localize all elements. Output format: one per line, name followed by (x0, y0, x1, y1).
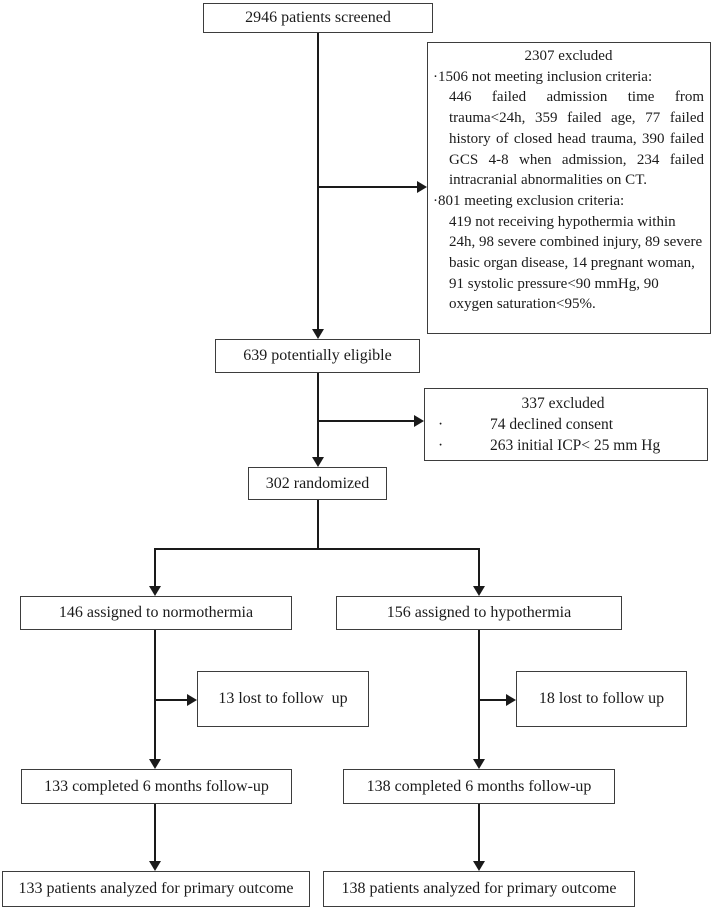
arrowhead-right-icon (414, 415, 424, 427)
exclusion-secondary-item-label: 263 initial ICP< 25 mm Hg (490, 437, 661, 454)
box-randomized: 302 randomized (248, 467, 387, 500)
box-lost-followup-hypothermia-label: 18 lost to follow up (538, 690, 665, 707)
arrowhead-down-icon (149, 759, 161, 769)
box-exclusion-details: 2307 excluded ·1506 not meeting inclusio… (427, 42, 711, 334)
box-lost-followup-normothermia-label: 13 lost to follow up (218, 690, 348, 707)
arrowhead-right-icon (417, 181, 427, 193)
box-completed-followup-normothermia: 133 completed 6 months follow-up (21, 769, 292, 804)
box-randomized-label: 302 randomized (265, 474, 370, 492)
connector-hypothermia-to-completed (478, 630, 480, 760)
arrowhead-down-icon (312, 329, 324, 339)
box-completed-followup-hypothermia: 138 completed 6 months follow-up (343, 769, 615, 804)
exclusion-secondary-item: · 74 declined consent (425, 414, 701, 435)
inclusion-criteria-header: ·1506 not meeting inclusion criteria: (433, 68, 653, 85)
connector-completed-to-analyzed-normothermia (154, 804, 156, 862)
inclusion-criteria-detail: 446 failed admission time from trauma<24… (449, 89, 704, 189)
exclusion-criteria-detail: 419 not receiving hypothermia within 24h… (449, 213, 703, 313)
connector-to-exclusion-details (318, 186, 417, 188)
exclusion-secondary-item: · 263 initial ICP< 25 mm Hg (425, 435, 701, 456)
bullet-icon: · (438, 416, 444, 433)
box-analyzed-normothermia-label: 133 patients analyzed for primary outcom… (18, 880, 294, 897)
exclusion-secondary-item-label: 74 declined consent (490, 416, 614, 433)
box-analyzed-hypothermia: 138 patients analyzed for primary outcom… (323, 871, 635, 907)
box-lost-followup-hypothermia: 18 lost to follow up (516, 671, 687, 727)
arrowhead-down-icon (149, 861, 161, 871)
arrowhead-down-icon (312, 457, 324, 467)
arrowhead-down-icon (149, 586, 161, 596)
arrowhead-down-icon (473, 861, 485, 871)
box-assigned-hypothermia-label: 156 assigned to hypothermia (386, 604, 572, 621)
box-assigned-normothermia-label: 146 assigned to normothermia (58, 604, 254, 621)
connector-to-lost-normothermia (155, 699, 188, 701)
connector-to-exclusion-secondary (318, 420, 414, 422)
box-patients-screened: 2946 patients screened (203, 3, 433, 33)
arrowhead-right-icon (506, 694, 516, 706)
connector-randomized-stem (317, 500, 319, 550)
connector-to-lost-hypothermia (479, 699, 507, 701)
box-potentially-eligible-label: 639 potentially eligible (243, 347, 392, 364)
box-potentially-eligible: 639 potentially eligible (215, 339, 420, 373)
box-analyzed-normothermia: 133 patients analyzed for primary outcom… (2, 871, 310, 907)
box-completed-followup-hypothermia-label: 138 completed 6 months follow-up (366, 777, 592, 795)
box-assigned-hypothermia: 156 assigned to hypothermia (336, 596, 622, 630)
arrowhead-right-icon (187, 694, 197, 706)
connector-completed-to-analyzed-hypothermia (478, 804, 480, 862)
bullet-icon: · (438, 437, 444, 454)
connector-to-hypothermia (478, 548, 480, 587)
box-patients-screened-label: 2946 patients screened (245, 9, 391, 26)
arrowhead-down-icon (473, 759, 485, 769)
connector-split-bar (154, 548, 480, 550)
box-lost-followup-normothermia: 13 lost to follow up (197, 671, 369, 727)
box-analyzed-hypothermia-label: 138 patients analyzed for primary outcom… (341, 880, 617, 897)
exclusion-details-title: 2307 excluded (524, 48, 613, 64)
connector-eligible-to-randomized (317, 373, 319, 458)
connector-screened-to-eligible (317, 33, 319, 330)
connector-normothermia-to-completed (154, 630, 156, 760)
exclusion-criteria-header: ·801 meeting exclusion criteria: (433, 192, 625, 209)
arrowhead-down-icon (473, 586, 485, 596)
box-completed-followup-normothermia-label: 133 completed 6 months follow-up (44, 777, 269, 795)
box-exclusion-secondary: 337 excluded · 74 declined consent · 263… (424, 388, 708, 461)
exclusion-secondary-title: 337 excluded (521, 395, 605, 412)
box-assigned-normothermia: 146 assigned to normothermia (20, 596, 292, 630)
connector-to-normothermia (154, 548, 156, 587)
